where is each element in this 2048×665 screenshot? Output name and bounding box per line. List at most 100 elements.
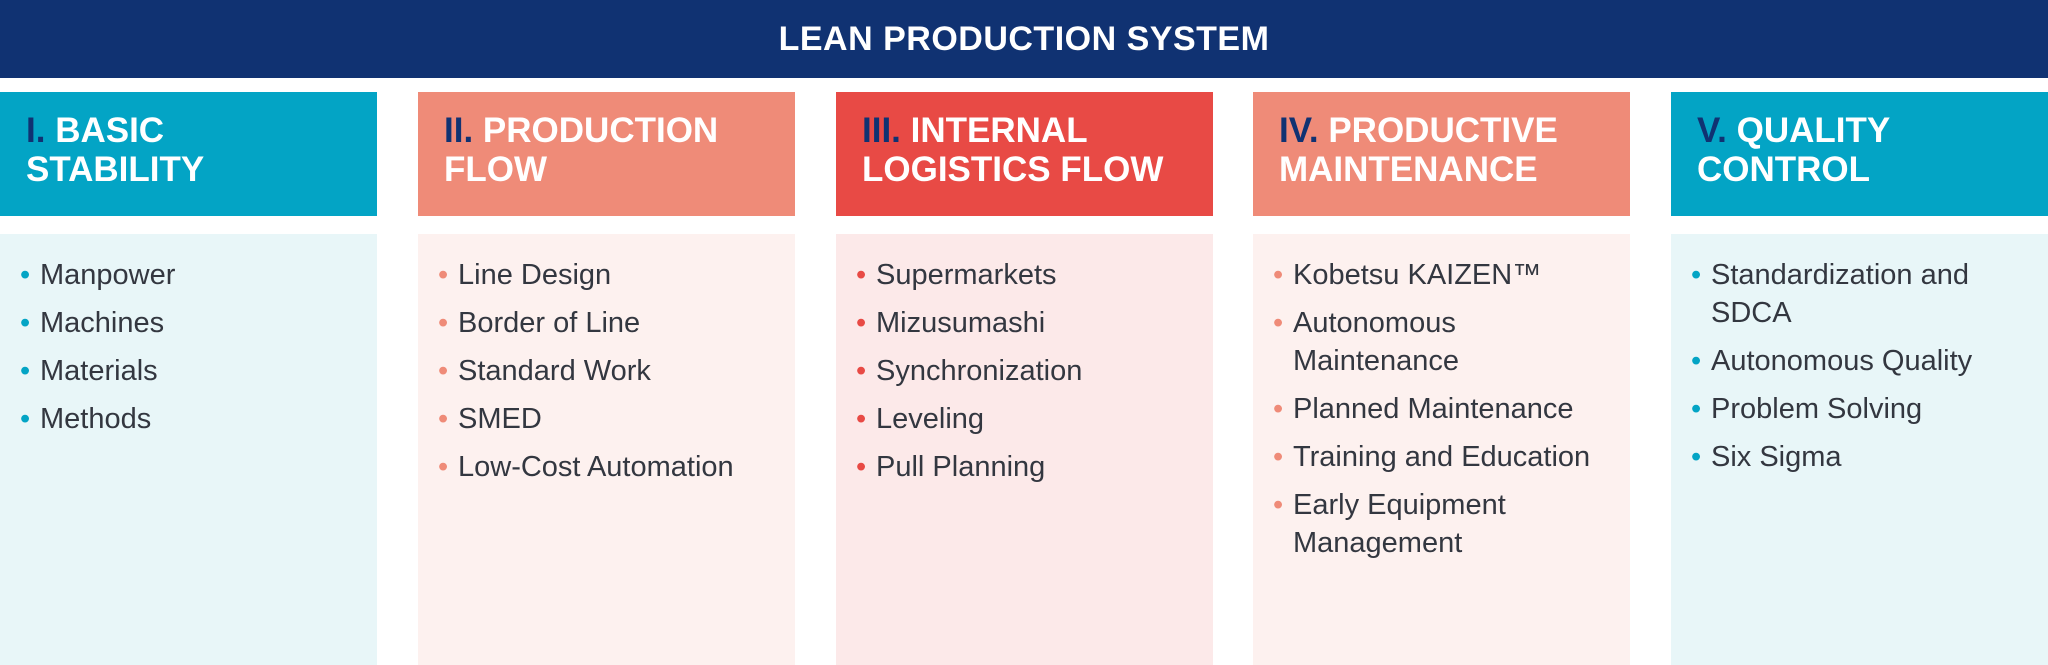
pillar-item-list: • Kobetsu KAIZEN™ • Autonomous Maintenance…	[1273, 256, 1610, 562]
pillar-item-list: • Manpower • Machines • Materials • Methods	[20, 256, 357, 438]
list-item: • Border of Line	[438, 304, 775, 342]
list-item: • Standard Work	[438, 352, 775, 390]
pillar-header: I. BASIC STABILITY	[0, 92, 377, 216]
list-item-text: Line Design	[458, 259, 612, 291]
list-item: • Supermarkets	[856, 256, 1193, 294]
pillar-header: II. PRODUCTION FLOW	[418, 92, 795, 216]
pillar-title-line1: PRODUCTIVE	[1328, 111, 1558, 150]
pillar-header: III. INTERNAL LOGISTICS FLOW	[836, 92, 1213, 216]
pillar-title-line1: BASIC	[55, 111, 165, 150]
list-item-text: Materials	[40, 355, 158, 387]
list-item: • Planned Maintenance	[1273, 390, 1610, 428]
pillar-title-line2: FLOW	[444, 150, 548, 189]
banner: LEAN PRODUCTION SYSTEM	[0, 0, 2048, 78]
pillar-body: • Line Design • Border of Line • Standard W…	[418, 234, 795, 665]
pillar-title-line2: MAINTENANCE	[1279, 150, 1538, 189]
list-item: • Six Sigma	[1691, 438, 2028, 476]
bullet-dot-icon: •	[20, 403, 31, 435]
pillar-basic-stability: I. BASIC STABILITY • Manpower • Machines •…	[0, 92, 377, 665]
bullet-dot-icon: •	[856, 355, 867, 387]
list-item-text: Methods	[40, 403, 152, 435]
bullet-dot-icon: •	[1273, 441, 1284, 473]
pillar-title-line1: INTERNAL	[910, 111, 1088, 150]
list-item: • Leveling	[856, 400, 1193, 438]
list-item-text: Mizusumashi	[876, 307, 1046, 339]
list-item: •SMED	[438, 400, 775, 438]
pillar-numeral: V.	[1697, 111, 1727, 150]
bullet-dot-icon: •	[1273, 393, 1284, 425]
pillar-body: • Kobetsu KAIZEN™ • Autonomous Maintenance…	[1253, 234, 1630, 665]
bullet-dot-icon: •	[856, 403, 867, 435]
pillar-numeral: III.	[862, 111, 901, 150]
bullet-dot-icon: •	[1691, 393, 1702, 425]
list-item-text: Training and Education	[1293, 441, 1591, 473]
bullet-dot-icon: •	[438, 355, 449, 387]
list-item: •Autonomous Quality	[1691, 342, 2028, 380]
pillar-title-line1: QUALITY	[1736, 111, 1891, 150]
list-item: • Line Design	[438, 256, 775, 294]
list-item-text: Leveling	[876, 403, 985, 435]
list-item-text: Pull Planning	[876, 451, 1046, 483]
pillar-item-list: • Supermarkets • Mizusumashi • Synchronizat…	[856, 256, 1193, 486]
bullet-dot-icon: •	[856, 451, 867, 483]
list-item: • Machines	[20, 304, 357, 342]
list-item-text: Autonomous Maintenance	[1293, 307, 1460, 377]
list-item: • Problem Solving	[1691, 390, 2028, 428]
pillar-header: IV. PRODUCTIVE MAINTENANCE	[1253, 92, 1630, 216]
list-item-text: Machines	[40, 307, 165, 339]
pillar-item-list: • Line Design • Border of Line • Standard W…	[438, 256, 775, 486]
bullet-dot-icon: •	[856, 259, 867, 291]
bullet-dot-icon: •	[1691, 441, 1702, 473]
bullet-dot-icon: •	[438, 403, 449, 435]
list-item: • Mizusumashi	[856, 304, 1193, 342]
list-item-text: Autonomous Quality	[1711, 345, 1973, 377]
list-item: • Materials	[20, 352, 357, 390]
list-item: • Early Equipment Management	[1273, 486, 1610, 562]
bullet-dot-icon: •	[856, 307, 867, 339]
list-item-text: Six Sigma	[1711, 441, 1842, 473]
list-item: • Methods	[20, 400, 357, 438]
list-item: • Training and Education	[1273, 438, 1610, 476]
pillar-numeral: II.	[444, 111, 474, 150]
pillar-body: •Standardization and SDCA •Autonomous Qu…	[1671, 234, 2048, 665]
bullet-dot-icon: •	[438, 259, 449, 291]
list-item-text: Standard Work	[458, 355, 651, 387]
list-item: • Autonomous Maintenance	[1273, 304, 1610, 380]
pillar-title-line2: STABILITY	[26, 150, 205, 189]
list-item-text: Low-Cost Automation	[458, 451, 734, 483]
banner-title: LEAN PRODUCTION SYSTEM	[778, 19, 1270, 58]
list-item: •Standardization and SDCA	[1691, 256, 2028, 332]
bullet-dot-icon: •	[1273, 489, 1284, 521]
pillar-title-line1: PRODUCTION	[482, 111, 719, 150]
list-item-text: Kobetsu KAIZEN™	[1293, 259, 1542, 291]
list-item-text: Manpower	[40, 259, 176, 291]
pillar-body: • Manpower • Machines • Materials • Methods	[0, 234, 377, 665]
pillar-production-flow: II. PRODUCTION FLOW • Line Design • Border…	[418, 92, 795, 665]
list-item: • Pull Planning	[856, 448, 1193, 486]
list-item-text: Problem Solving	[1711, 393, 1923, 425]
bullet-dot-icon: •	[1273, 259, 1284, 291]
bullet-dot-icon: •	[1273, 307, 1284, 339]
bullet-dot-icon: •	[438, 451, 449, 483]
pillar-header: V. QUALITY CONTROL	[1671, 92, 2048, 216]
pillar-item-list: •Standardization and SDCA •Autonomous Qu…	[1691, 256, 2028, 476]
bullet-dot-icon: •	[20, 307, 31, 339]
pillar-productive-maintenance: IV. PRODUCTIVE MAINTENANCE • Kobetsu KAIZ…	[1253, 92, 1630, 665]
list-item-text: Border of Line	[458, 307, 641, 339]
list-item-text: Synchronization	[876, 355, 1083, 387]
pillar-numeral: I.	[26, 111, 46, 150]
list-item-text: Planned Maintenance	[1293, 393, 1574, 425]
bullet-dot-icon: •	[438, 307, 449, 339]
list-item-text: Standardization and SDCA	[1711, 259, 1969, 329]
bullet-dot-icon: •	[20, 259, 31, 291]
list-item: • Synchronization	[856, 352, 1193, 390]
list-item: • Kobetsu KAIZEN™	[1273, 256, 1610, 294]
list-item: • Low-Cost Automation	[438, 448, 775, 486]
pillar-numeral: IV.	[1279, 111, 1319, 150]
list-item-text: Supermarkets	[876, 259, 1057, 291]
list-item-text: Early Equipment Management	[1293, 489, 1506, 559]
pillar-quality-control: V. QUALITY CONTROL •Standardization and …	[1671, 92, 2048, 665]
bullet-dot-icon: •	[20, 355, 31, 387]
pillar-internal-logistics-flow: III. INTERNAL LOGISTICS FLOW • Supermarke…	[836, 92, 1213, 665]
pillar-title-line2: LOGISTICS FLOW	[862, 150, 1164, 189]
